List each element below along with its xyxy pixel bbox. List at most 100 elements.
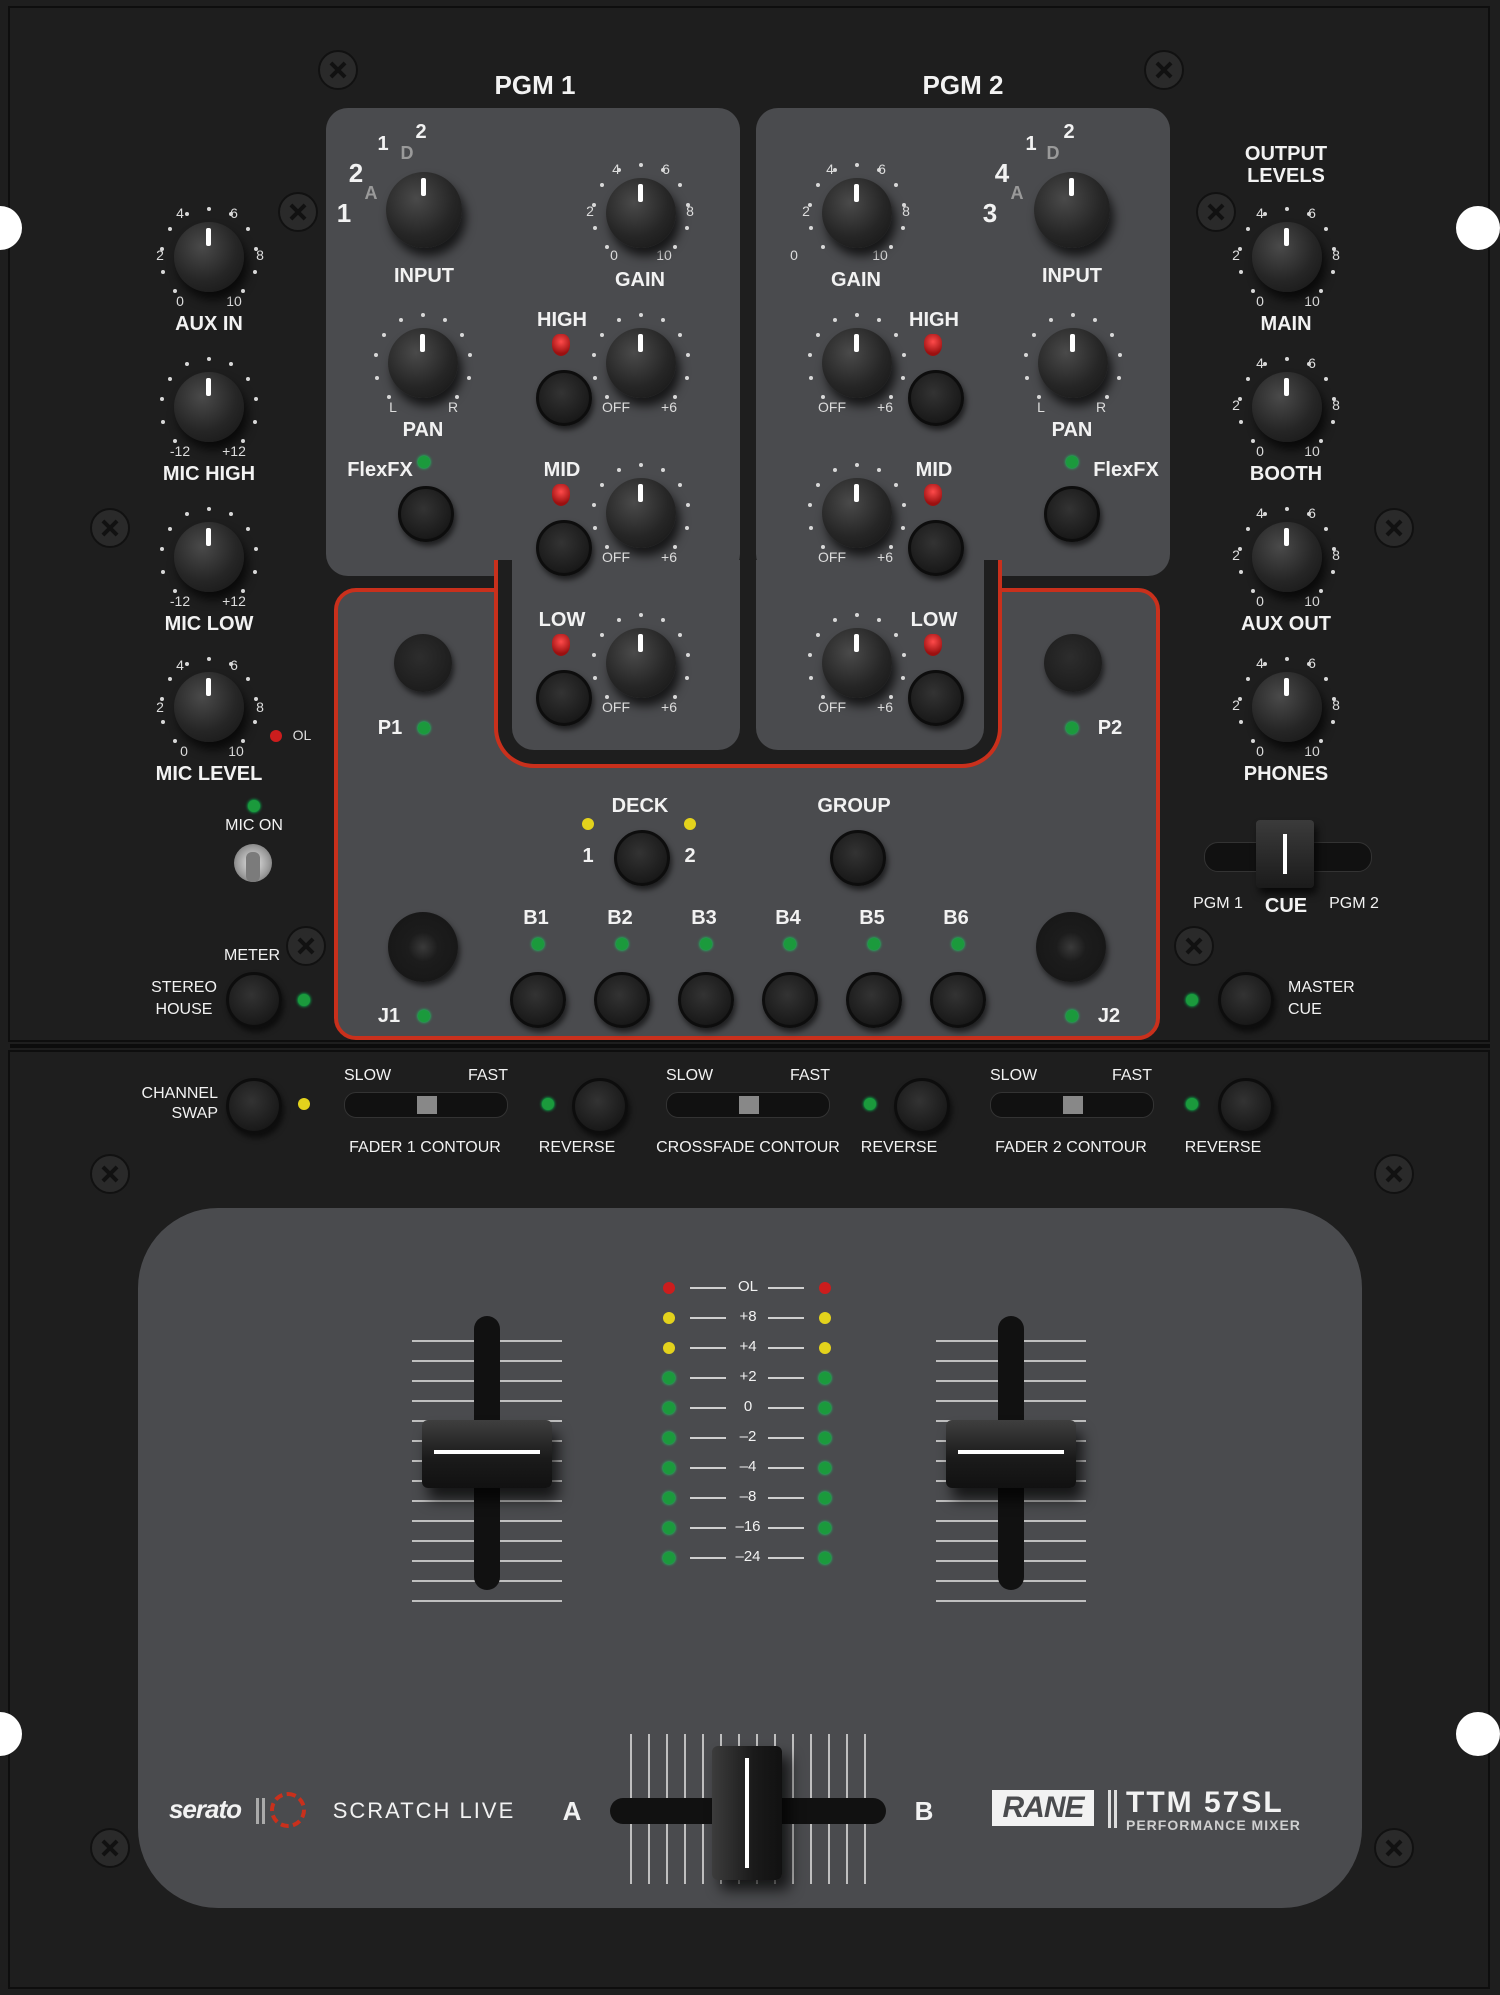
pgm2-flexfx-button[interactable] bbox=[1044, 486, 1100, 542]
pgm1-input-knob[interactable] bbox=[386, 172, 462, 248]
p1-button[interactable] bbox=[394, 634, 452, 692]
panel-seam bbox=[740, 108, 756, 750]
meter-tick bbox=[690, 1527, 726, 1529]
b5-button[interactable] bbox=[846, 972, 902, 1028]
knob-scale-dot bbox=[1092, 318, 1097, 323]
knob-scale-dot bbox=[373, 353, 378, 358]
channel-swap-button[interactable] bbox=[226, 1078, 282, 1134]
pgm2-mid-knob[interactable] bbox=[822, 478, 892, 548]
pgm2-high-kill-button[interactable] bbox=[908, 370, 964, 426]
pgm2-low-knob[interactable] bbox=[822, 628, 892, 698]
b6-label: B6 bbox=[943, 907, 969, 929]
j1-button[interactable] bbox=[388, 912, 458, 982]
output-levels-label-2: LEVELS bbox=[1247, 165, 1325, 187]
deck-button[interactable] bbox=[614, 830, 670, 886]
scale-label: +6 bbox=[877, 699, 893, 715]
knob-scale-dot bbox=[684, 225, 689, 230]
meter-button[interactable] bbox=[226, 972, 282, 1028]
slider-thumb bbox=[739, 1096, 759, 1114]
fader1-contour-slider[interactable] bbox=[344, 1092, 508, 1118]
pgm2-high-knob[interactable] bbox=[822, 328, 892, 398]
meter-scale-label: –16 bbox=[735, 1518, 761, 1535]
knob-scale-dot bbox=[1332, 247, 1337, 252]
meter-tick bbox=[690, 1347, 726, 1349]
meter-tick bbox=[690, 1467, 726, 1469]
knob-scale-dot bbox=[228, 212, 233, 217]
knob-scale-dot bbox=[185, 662, 190, 667]
channel1-fader-cap[interactable] bbox=[422, 1420, 552, 1488]
knob-scale-dot bbox=[902, 503, 907, 508]
pgm2-mid-kill-button[interactable] bbox=[908, 520, 964, 576]
booth-level-knob[interactable] bbox=[1252, 372, 1322, 442]
pgm2-input-pos-d1: 1 bbox=[1025, 133, 1037, 155]
knob-scale-dot bbox=[686, 503, 691, 508]
mic-high-knob[interactable] bbox=[174, 372, 244, 442]
b4-button[interactable] bbox=[762, 972, 818, 1028]
meter-label: METER bbox=[224, 947, 280, 964]
cue-pgm2-label: PGM 2 bbox=[1329, 895, 1379, 912]
fader1-reverse-button[interactable] bbox=[572, 1078, 628, 1134]
pgm1-input-pos-d2: 2 bbox=[415, 121, 427, 143]
knob-scale-dot bbox=[1239, 719, 1244, 724]
b6-button[interactable] bbox=[930, 972, 986, 1028]
mic-level-knob[interactable] bbox=[174, 672, 244, 742]
pgm1-panel bbox=[326, 108, 740, 576]
pgm2-pan-knob[interactable] bbox=[1038, 328, 1108, 398]
b1-button[interactable] bbox=[510, 972, 566, 1028]
knob-scale-dot bbox=[807, 503, 812, 508]
pgm1-flexfx-button[interactable] bbox=[398, 486, 454, 542]
fader2-contour-slider[interactable] bbox=[990, 1092, 1154, 1118]
phones-label: PHONES bbox=[1243, 763, 1329, 785]
knob-scale-dot bbox=[245, 676, 250, 681]
scale-label: 4 bbox=[176, 657, 184, 673]
meter-tick bbox=[768, 1527, 804, 1529]
knob-scale-dot bbox=[1318, 588, 1323, 593]
knob-scale-dot bbox=[617, 318, 622, 323]
b2-button[interactable] bbox=[594, 972, 650, 1028]
pgm1-high-kill-button[interactable] bbox=[536, 370, 592, 426]
pgm2-low-kill-button[interactable] bbox=[908, 670, 964, 726]
screw-icon bbox=[90, 1828, 130, 1868]
meter-led-left bbox=[663, 1282, 675, 1294]
pgm1-gain-knob[interactable] bbox=[606, 178, 676, 248]
knob-scale-dot bbox=[855, 613, 859, 617]
mic-low-knob[interactable] bbox=[174, 522, 244, 592]
j2-button[interactable] bbox=[1036, 912, 1106, 982]
phones-level-knob[interactable] bbox=[1252, 672, 1322, 742]
meter-tick bbox=[690, 1317, 726, 1319]
crossfade-contour-slider[interactable] bbox=[666, 1092, 830, 1118]
channel2-fader-cap[interactable] bbox=[946, 1420, 1076, 1488]
fader2-reverse-button[interactable] bbox=[1218, 1078, 1274, 1134]
output-levels-label-1: OUTPUT bbox=[1244, 143, 1328, 165]
pgm1-mid-kill-button[interactable] bbox=[536, 520, 592, 576]
pgm1-high-label: HIGH bbox=[537, 309, 587, 331]
knob-scale-dot bbox=[159, 397, 164, 402]
b3-button[interactable] bbox=[678, 972, 734, 1028]
scale-label: 6 bbox=[662, 161, 670, 177]
pgm2-mid-kill-led bbox=[924, 484, 942, 506]
main-level-knob[interactable] bbox=[1252, 222, 1322, 292]
meter-led-right bbox=[819, 1432, 831, 1444]
pgm1-mid-knob[interactable] bbox=[606, 478, 676, 548]
pgm2-gain-knob[interactable] bbox=[822, 178, 892, 248]
knob-scale-dot bbox=[888, 544, 893, 549]
pgm1-low-knob[interactable] bbox=[606, 628, 676, 698]
pgm1-low-kill-button[interactable] bbox=[536, 670, 592, 726]
knob-scale-dot bbox=[900, 525, 905, 530]
group-button[interactable] bbox=[830, 830, 886, 886]
scale-label: -12 bbox=[169, 443, 191, 459]
pgm1-high-kill-led bbox=[552, 334, 570, 356]
aux-out-knob[interactable] bbox=[1252, 522, 1322, 592]
pgm1-pan-knob[interactable] bbox=[388, 328, 458, 398]
p2-button[interactable] bbox=[1044, 634, 1102, 692]
knob-scale-dot bbox=[1306, 512, 1311, 517]
knob-scale-dot bbox=[900, 225, 905, 230]
knob-scale-dot bbox=[593, 525, 598, 530]
scale-label: 0 bbox=[610, 247, 618, 263]
master-cue-button[interactable] bbox=[1218, 972, 1274, 1028]
crossfade-reverse-button[interactable] bbox=[894, 1078, 950, 1134]
pgm2-input-knob[interactable] bbox=[1034, 172, 1110, 248]
scale-label: 0 bbox=[1256, 593, 1264, 609]
aux-in-knob[interactable] bbox=[174, 222, 244, 292]
pgm1-high-knob[interactable] bbox=[606, 328, 676, 398]
